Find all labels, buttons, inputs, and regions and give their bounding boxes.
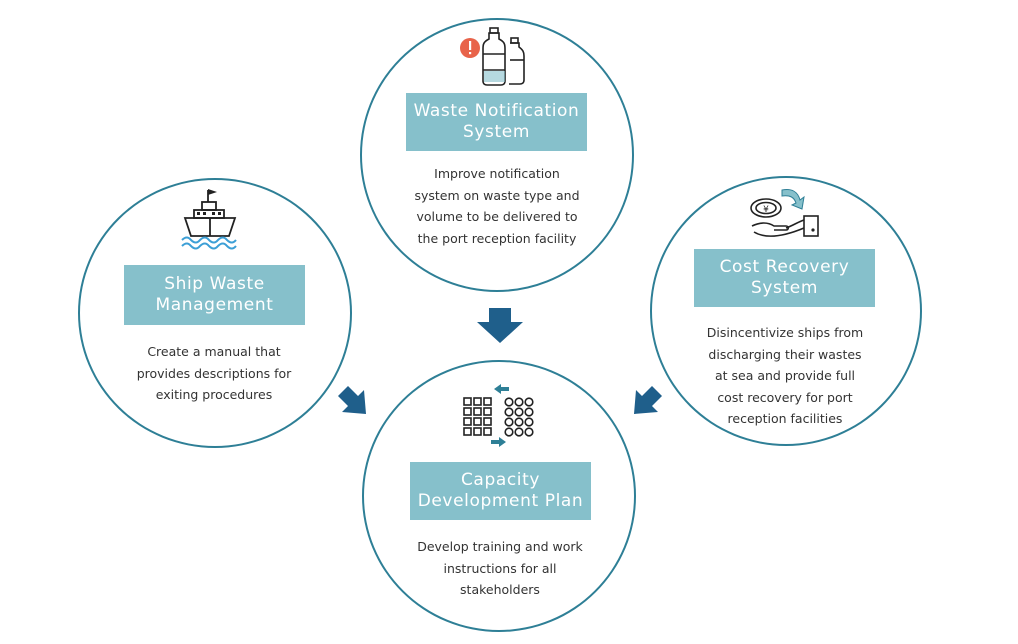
node-capacity-title-line-1: Capacity	[460, 470, 541, 490]
node-cost-recovery-desc: Disincentivize ships from discharging th…	[684, 322, 886, 430]
node-cost-recovery-desc-line-2: discharging their wastes	[708, 346, 862, 362]
node-cost-recovery-title-line-1: Cost Recovery	[719, 257, 850, 277]
node-ship-waste-desc-line-1: Create a manual that	[147, 344, 281, 359]
node-waste-notification-circle	[360, 18, 634, 292]
node-waste-notification-desc-line-3: volume to be delivered to	[416, 209, 578, 224]
ship-icon	[181, 189, 237, 250]
node-waste-notification-desc-line-2: system on waste type and	[414, 187, 580, 203]
node-cost-recovery-circle	[650, 176, 922, 446]
node-ship-waste-desc-line-3: exiting procedures	[155, 387, 273, 402]
node-ship-waste-desc: Create a manual that provides descriptio…	[114, 341, 314, 406]
node-cost-recovery-title: Cost Recovery System	[694, 249, 875, 307]
node-ship-waste-title: Ship Waste Management	[124, 265, 305, 325]
node-waste-notification-desc-line-1: Improve notification	[434, 166, 560, 181]
node-cost-recovery-desc-line-5: reception facilities	[727, 411, 843, 426]
node-capacity-title-line-2: Development Plan	[417, 491, 584, 511]
svg-text:¥: ¥	[763, 205, 769, 215]
node-cost-recovery-desc-line-1: Disincentivize ships from	[706, 325, 864, 340]
arrow-down-left-icon	[634, 386, 662, 414]
node-waste-notification-desc: Improve notification system on waste typ…	[395, 163, 599, 249]
node-waste-notification-title-line-1: Waste Notification	[413, 101, 580, 121]
node-capacity-desc: Develop training and work instructions f…	[398, 536, 602, 601]
node-waste-notification-title: Waste Notification System	[406, 93, 587, 151]
node-cost-recovery-desc-line-4: cost recovery for port	[717, 389, 853, 405]
node-waste-notification-desc-line-4: the port reception facility	[417, 230, 577, 246]
node-capacity-desc-line-1: Develop training and work	[417, 539, 583, 554]
arrow-down-icon	[477, 308, 523, 343]
node-capacity-title: Capacity Development Plan	[410, 462, 591, 520]
node-ship-waste-title-line-1: Ship Waste	[164, 274, 265, 294]
node-cost-recovery-desc-line-3: at sea and provide full	[714, 368, 856, 383]
arrow-down-right-icon	[338, 386, 366, 414]
node-ship-waste-title-line-2: Management	[155, 295, 274, 315]
node-cost-recovery-title-line-2: System	[751, 278, 818, 298]
plastic-bottles-alert-icon	[460, 27, 525, 86]
node-capacity-desc-line-3: stakeholders	[460, 582, 540, 597]
node-capacity-desc-line-2: instructions for all	[443, 560, 557, 576]
node-waste-notification-title-line-2: System	[463, 122, 530, 142]
coin-hand-icon: ¥	[750, 189, 819, 237]
node-ship-waste-desc-line-2: provides descriptions for	[136, 365, 292, 381]
grid-transfer-icon	[463, 384, 534, 447]
